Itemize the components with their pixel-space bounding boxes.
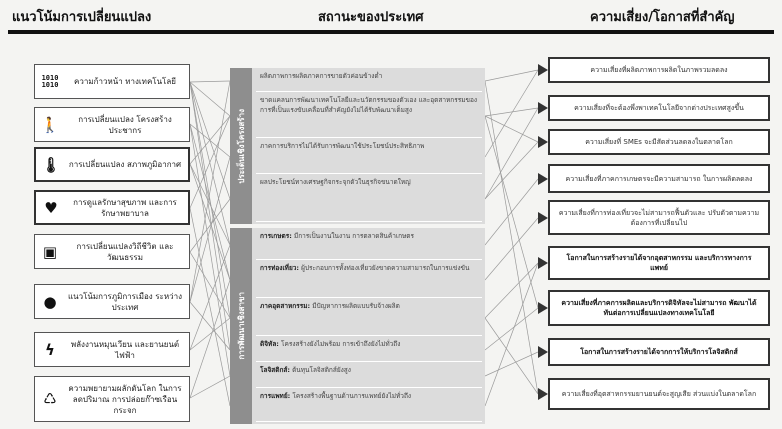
arrow-icon [538, 102, 548, 114]
globe-icon: ● [43, 292, 57, 311]
trend-label: ความพยายามผลักดันโลก ในการลดปริมาณ การปล… [68, 383, 182, 415]
globe-leaf-icon: ♺ [43, 390, 57, 408]
arrow-icon [538, 388, 548, 400]
connector-line [484, 115, 539, 309]
trend-renewable-energy: ϟ พลังงานหมุนเวียน และยานยนต์ไฟฟ้า [34, 332, 190, 367]
arrow-icon [538, 346, 548, 358]
connector-line [189, 123, 231, 377]
connector-line [189, 198, 231, 253]
trend-label: แนวโน้มการภูมิการเมือง ระหว่างประเทศ [68, 291, 182, 312]
connector-line [484, 262, 539, 407]
trend-climate: 🌡 การเปลี่ยนแปลง สภาพภูมิอากาศ [34, 147, 190, 182]
structure-item: ขาดแคลนการพัฒนาเทคโนโลยีและนวัตกรรมของตั… [256, 94, 482, 138]
arrow-icon [538, 212, 548, 224]
connector-line [484, 141, 539, 200]
connector-line [189, 81, 231, 117]
connector-line [484, 107, 539, 200]
trends-header: แนวโน้มการเปลี่ยนแปลง [12, 10, 152, 25]
connector-line [484, 307, 539, 351]
trend-lifestyle: ▣ การเปลี่ยนแปลงวิถีชีวิต และวัฒนธรรม [34, 234, 190, 269]
trend-label: พลังงานหมุนเวียน และยานยนต์ไฟฟ้า [70, 339, 180, 360]
sector-item: ภาคอุตสาหกรรม: มีปัญหาการผลิตแบบรับจ้างผ… [256, 300, 482, 336]
arrow-icon [538, 302, 548, 314]
sector-band: การพัฒนาเชิงสาขา [230, 228, 252, 424]
connector-line [189, 123, 231, 158]
risk-item: ความเสี่ยงที่จะต้องพึ่งพาเทคโนโลยีจากต่า… [548, 95, 770, 121]
trend-label: การเปลี่ยนแปลง สภาพภูมิอากาศ [68, 160, 182, 169]
connector-line [189, 279, 231, 399]
sector-band-label: การพัฒนาเชิงสาขา [236, 292, 246, 360]
connector-line [189, 80, 231, 303]
sector-item: การท่องเที่ยว: ผู้ประกอบการทั้งท่องเที่ย… [256, 262, 482, 298]
connector-line [189, 80, 231, 83]
arrow-icon [538, 64, 548, 76]
structure-item: ผลประโยชน์ทางเศรษฐกิจกระจุกตัวในธุรกิจขน… [256, 176, 482, 222]
connector-line [189, 251, 231, 319]
connector-line [484, 178, 539, 246]
structure-band: ประเด็นเชิงโครงสร้าง [230, 68, 252, 224]
trend-label: ความก้าวหน้า ทางเทคโนโลยี [74, 77, 176, 86]
connector-line [189, 81, 231, 246]
connector-line [484, 107, 539, 117]
connector-line [189, 115, 231, 165]
arrow-icon [538, 173, 548, 185]
risk-item: ความเสี่ยงที่ภาคการผลิตและบริการดิจิทัลจ… [548, 290, 770, 326]
connector-line [484, 217, 539, 281]
sector-item: ดิจิทัล: โครงสร้างยังไม่พร้อม การเข้าถึง… [256, 338, 482, 362]
arrow-icon [538, 257, 548, 269]
connector-line [189, 301, 231, 351]
person-walking-cane-icon: 🚶 [40, 115, 60, 134]
trend-geopolitics: ● แนวโน้มการภูมิการเมือง ระหว่างประเทศ [34, 284, 190, 319]
connector-line [189, 317, 231, 351]
trend-healthcare: ♥ การดูแลรักษาสุขภาพ และการรักษาพยาบาล [34, 190, 190, 225]
risk-item: ความเสี่ยงที่การท่องเที่ยวจะไม่สามารถฟื้… [548, 200, 770, 235]
connector-line [484, 80, 539, 395]
arrow-icon [538, 136, 548, 148]
connector-line [189, 115, 231, 209]
heart-pulse-icon: ♥ [44, 198, 58, 217]
risk-item: ความเสี่ยงที่ผลิตภาพการผลิตในภาพรวมลดลง [548, 57, 770, 83]
structure-band-label: ประเด็นเชิงโครงสร้าง [236, 108, 246, 184]
photos-icon: ▣ [42, 242, 58, 261]
sector-item: โลจิสติกส์: ต้นทุนโลจิสติกส์ยังสูง [256, 364, 482, 388]
connector-line [484, 115, 539, 143]
connector-line [189, 81, 231, 200]
connector-line [484, 69, 539, 158]
trend-label: การเปลี่ยนแปลงวิถีชีวิต และวัฒนธรรม [76, 241, 174, 262]
risk-item: โอกาสในการสร้างรายได้จากอุตสาหกรรม และบร… [548, 246, 770, 280]
risk-item: ความเสี่ยงที่ภาคการเกษตรจะมีความสามารถ ใ… [548, 164, 770, 193]
connector-line [189, 207, 231, 407]
sector-item: การแพทย์: โครงสร้างพื้นฐานด้านการแพทย์ยั… [256, 390, 482, 422]
trend-label: การดูแลรักษาสุขภาพ และการรักษาพยาบาล [73, 197, 177, 218]
header-rule [8, 30, 774, 34]
trend-demographics: 🚶 การเปลี่ยนแปลง โครงสร้างประชากร [34, 107, 190, 142]
sector-item: การเกษตร: มีการเป็นงานในงาน การตลาดสินค้… [256, 230, 482, 260]
status-header: สถานะของประเทศ [318, 10, 424, 25]
connector-line [189, 244, 231, 351]
connector-line [189, 123, 231, 281]
structure-item: ภาคการบริการไม่ได้รับการพัฒนาใช้ประโยชน์… [256, 140, 482, 174]
connector-line [484, 262, 539, 319]
connector-line [189, 163, 231, 281]
connector-line [484, 351, 539, 377]
structure-item: ผลิตภาพการผลิตภาคการขายตัวค่อนข้างต่ำ [256, 70, 482, 92]
connector-line [484, 69, 539, 82]
thermometer-icon: 🌡 [41, 155, 61, 174]
connector-line [189, 81, 231, 351]
risk-item: ความเสี่ยงที่ SMEs จะมีสัดส่วนลดลงในตลาด… [548, 129, 770, 155]
connector-line [189, 375, 231, 399]
risk-item: โอกาสในการสร้างรายได้จากการให้บริการโลจิ… [548, 338, 770, 366]
risk-item: ความเสี่ยงที่อุตสาหกรรมยานยนต์จะสูญเสีย … [548, 378, 770, 410]
trend-label: การเปลี่ยนแปลง โครงสร้างประชากร [78, 114, 172, 135]
trend-emissions: ♺ ความพยายามผลักดันโลก ในการลดปริมาณ การ… [34, 376, 190, 422]
risks-header: ความเสี่ยง/โอกาสที่สำคัญ [590, 10, 735, 25]
connector-line [484, 317, 539, 395]
connector-line [189, 156, 231, 303]
connector-line [189, 163, 231, 246]
lightning-icon: ϟ [45, 340, 55, 359]
connector-line [189, 81, 231, 319]
